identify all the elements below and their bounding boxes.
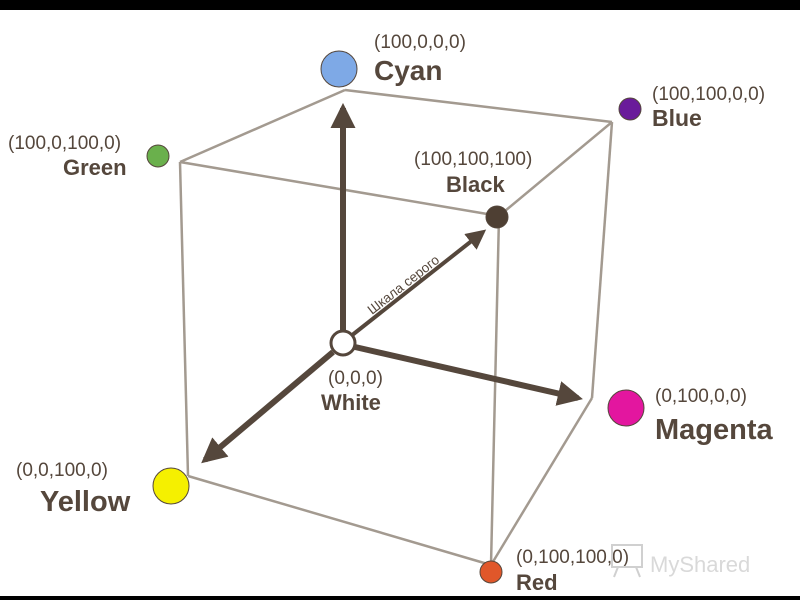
white-dot [329,329,357,357]
edge-cyan-blue [344,88,613,124]
cmyk-cube-diagram: Шкала серого (100,0,0,0) Cyan (100,100,0… [0,10,800,596]
edge-magenta-red [489,397,594,566]
edge-blue-black [498,121,613,217]
black-dot [485,205,509,229]
cyan-dot [320,50,358,88]
red-coords: (0,100,100,0) [516,547,629,568]
edge-blue-magenta [590,121,614,399]
axis-magenta-arrow [354,344,583,406]
blue-coords: (100,100,0,0) [652,84,765,105]
magenta-name: Magenta [655,414,774,446]
magenta-coords: (0,100,0,0) [655,386,747,407]
green-coords: (100,0,100,0) [8,133,121,154]
axis-yellow-arrow [201,349,335,464]
black-name: Black [446,172,505,197]
white-coords: (0,0,0) [328,368,383,389]
edge-green-yellow [178,161,190,477]
cyan-coords: (100,0,0,0) [374,32,466,53]
blue-dot [618,97,642,121]
white-name: White [321,390,381,415]
axis-gray-arrow [349,229,487,338]
edge-yellow-red [187,474,492,567]
yellow-name: Yellow [40,486,131,518]
edge-green-cyan [179,88,346,164]
watermark-text: MyShared [650,552,750,577]
magenta-dot [607,389,645,427]
axes [201,102,583,464]
watermark-board-icon [611,544,643,578]
green-dot [146,144,170,168]
grayscale-label: Шкала серого [365,252,443,317]
watermark: MyShared [611,544,750,578]
edge-black-green [179,160,500,218]
red-dot [479,560,503,584]
yellow-coords: (0,0,100,0) [16,460,108,481]
blue-name: Blue [652,105,702,131]
black-coords: (100,100,100) [414,149,532,170]
green-name: Green [63,155,127,180]
red-name: Red [516,570,558,595]
edge-black-red [489,215,501,566]
cube-svg: Шкала серого (100,0,0,0) Cyan (100,100,0… [8,32,774,595]
cyan-name: Cyan [374,55,442,86]
cube-edges [178,88,614,567]
yellow-dot [152,467,190,505]
